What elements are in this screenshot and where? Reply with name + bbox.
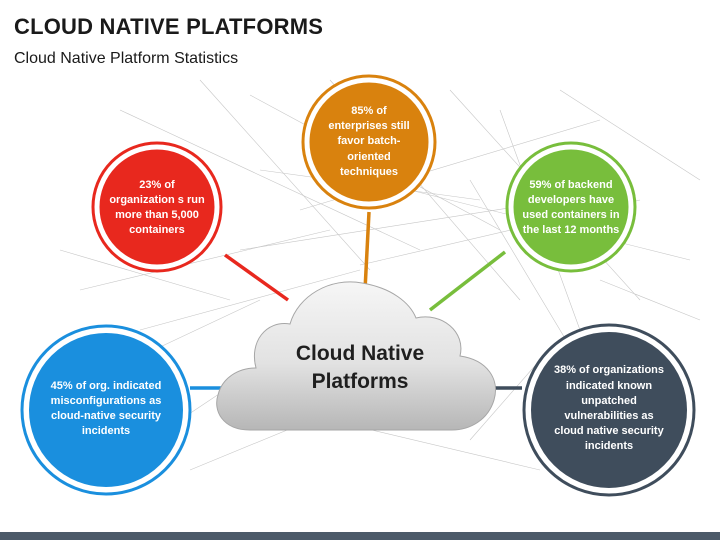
stat-circle-navy xyxy=(525,326,693,494)
stat-circles xyxy=(20,74,696,497)
stat-text-misconfig: 45% of org. indicated misconfigurations … xyxy=(50,379,162,438)
bottom-bar xyxy=(0,532,720,540)
stat-text-vulnerabilities: 38% of organizations indicated known unp… xyxy=(553,364,665,453)
stat-circle-green xyxy=(508,144,634,270)
connector-green xyxy=(428,250,507,312)
cloud-label: Cloud Native Platforms xyxy=(295,341,425,393)
stat-text-backend: 59% of backend developers have used cont… xyxy=(522,178,620,237)
stat-text-containers: 23% of organization s run more than 5,00… xyxy=(109,178,205,237)
stat-circle-blue xyxy=(23,327,189,493)
connectors xyxy=(190,211,522,390)
connector-orange xyxy=(363,211,371,291)
slide-subtitle: Cloud Native Platform Statistics xyxy=(14,50,239,67)
stat-text-batch: 85% of enterprises still favor batch-ori… xyxy=(328,105,410,178)
slide-title: CLOUD NATIVE PLATFORMS xyxy=(14,14,324,39)
connector-red xyxy=(223,253,290,302)
stat-circle-red xyxy=(94,144,220,270)
stat-circle-orange xyxy=(304,77,434,207)
cloud-shape xyxy=(216,281,496,431)
